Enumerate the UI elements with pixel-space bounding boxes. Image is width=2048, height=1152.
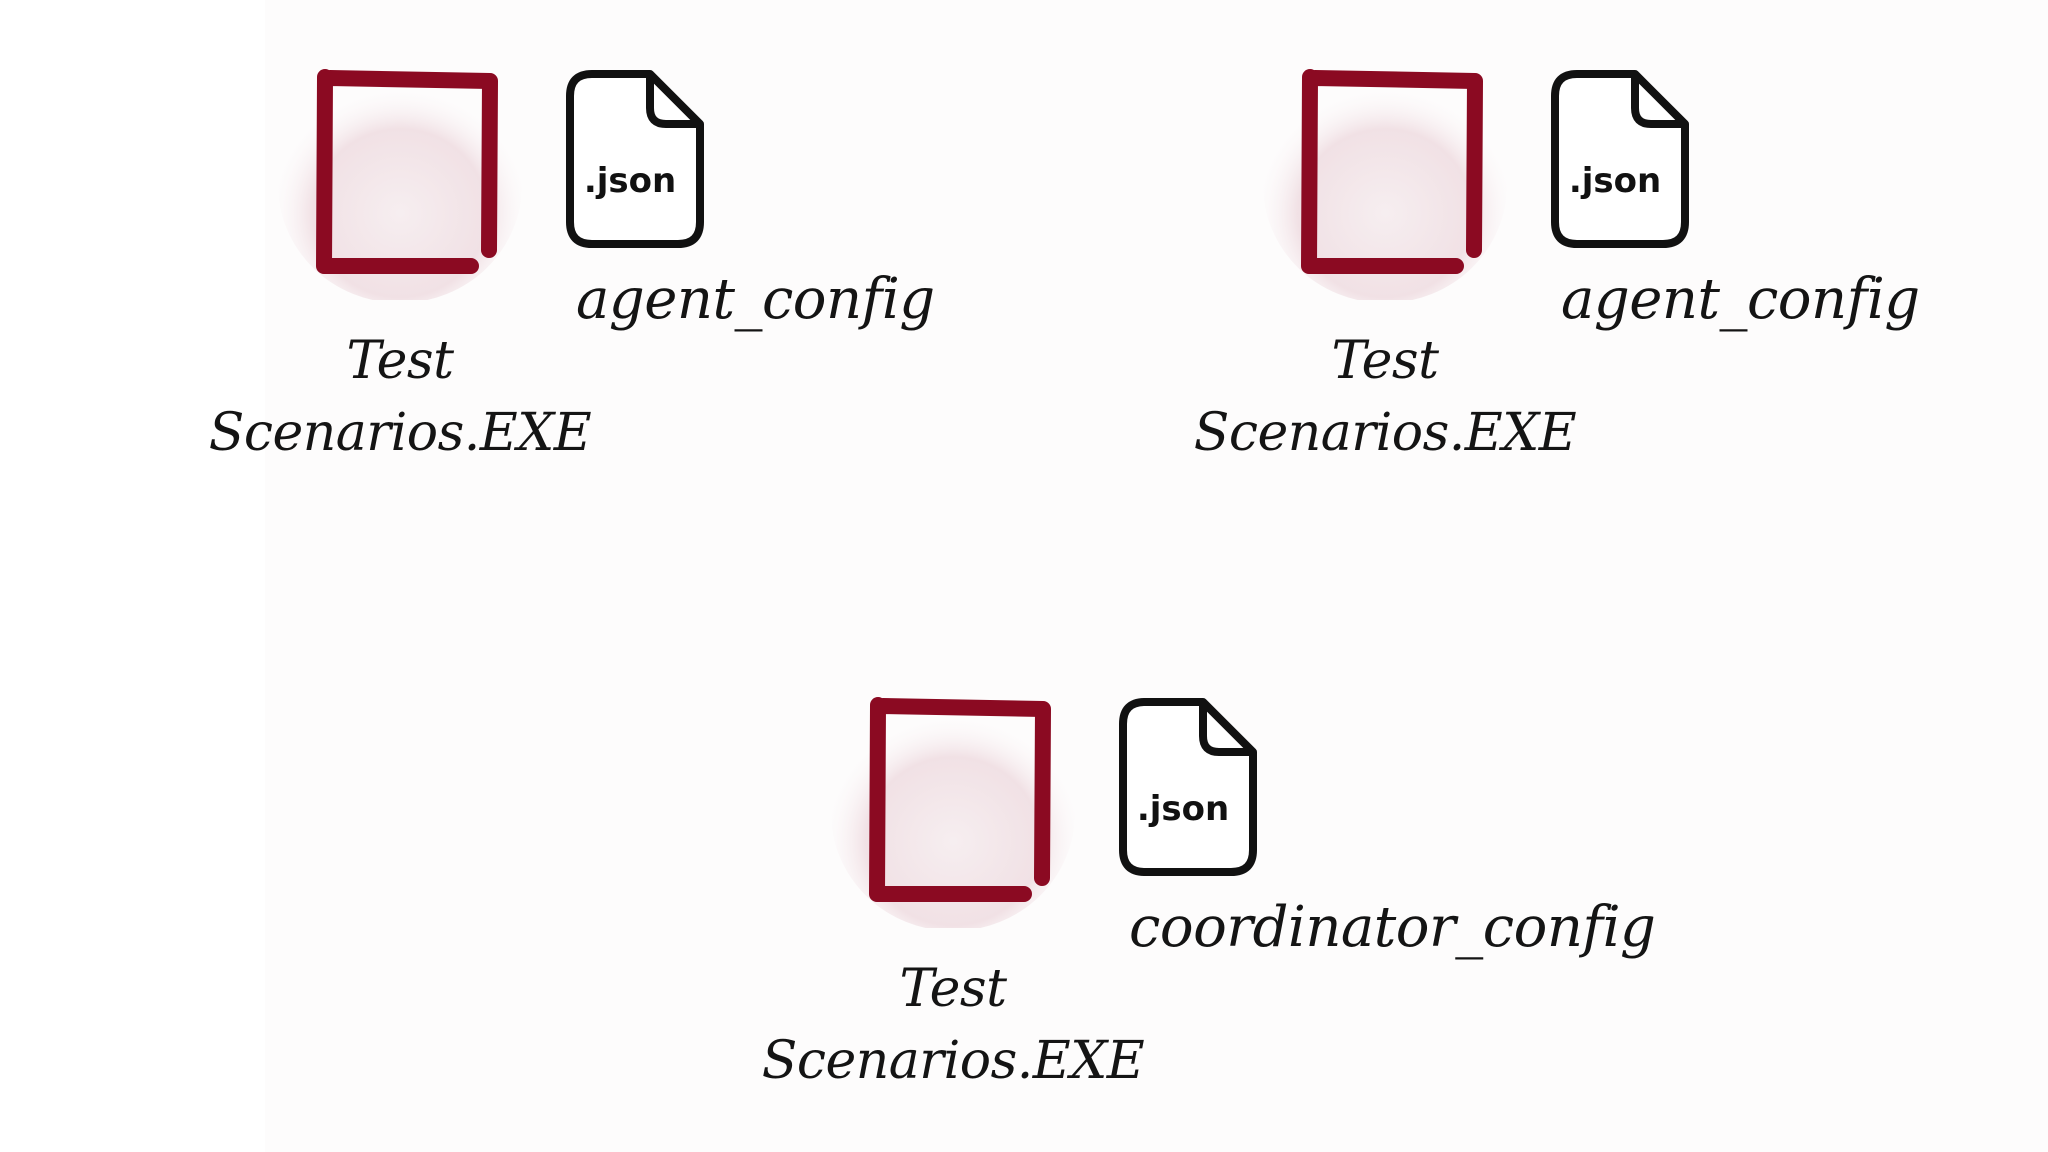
config-file-name: coordinator_config <box>1129 895 1656 960</box>
application-window-icon <box>1263 67 1507 300</box>
test-scenarios-group-3: Test Scenarios.EXE .json coordinator_con… <box>762 668 1656 1091</box>
config-file-name: agent_config <box>576 267 935 332</box>
test-scenarios-group-2: Test Scenarios.EXE .json agent_config <box>1194 40 2048 463</box>
config-file-name: agent_config <box>1561 267 1920 332</box>
json-badge: .json <box>1569 161 1661 201</box>
exe-label-line2: Scenarios.EXE <box>208 403 592 463</box>
test-scenarios-group-1: Test Scenarios.EXE .json agent_config <box>209 40 1090 463</box>
exe-label-line1: Test <box>899 959 1007 1019</box>
exe-label: Test Scenarios.EXE <box>200 325 600 469</box>
exe-label: Test Scenarios.EXE <box>1185 325 1585 469</box>
json-file-icon: .json <box>1551 70 1689 248</box>
diagram-backdrop <box>265 0 2048 1152</box>
exe-label-line1: Test <box>1331 331 1439 391</box>
json-badge: .json <box>1137 789 1229 829</box>
application-window-icon <box>831 695 1075 928</box>
json-file-icon: .json <box>1119 698 1257 876</box>
exe-label-line2: Scenarios.EXE <box>761 1031 1145 1091</box>
exe-label: Test Scenarios.EXE <box>753 953 1153 1097</box>
exe-label-line1: Test <box>346 331 454 391</box>
json-badge: .json <box>584 161 676 201</box>
exe-label-line2: Scenarios.EXE <box>1193 403 1577 463</box>
application-window-icon <box>278 67 522 300</box>
json-file-icon: .json <box>566 70 704 248</box>
